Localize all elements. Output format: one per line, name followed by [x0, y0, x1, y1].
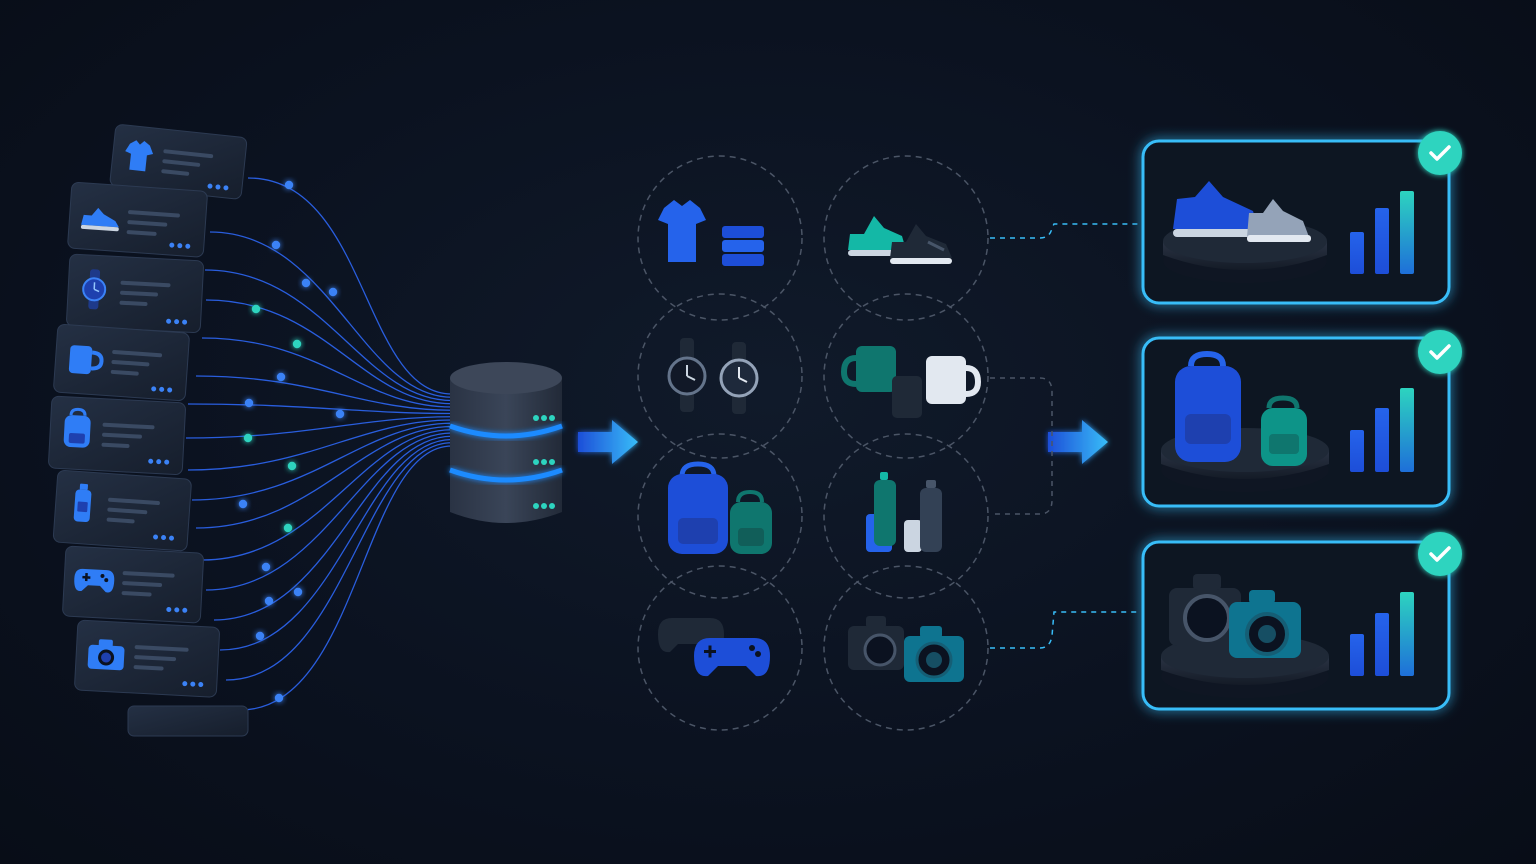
tshirt-stack-icon	[658, 200, 764, 266]
flow-node-dot	[243, 433, 253, 443]
flow-line	[187, 403, 453, 415]
sneakers-icon	[848, 216, 952, 264]
input-card-stack	[48, 124, 249, 737]
flow-line	[185, 416, 453, 439]
gamepad-icon	[74, 568, 115, 593]
cluster	[637, 293, 803, 459]
mugs-icon	[840, 346, 982, 418]
flow-line	[219, 438, 453, 651]
gamepads-icon	[658, 618, 770, 677]
bar-chart-icon	[1400, 191, 1414, 274]
bar-chart-icon	[1375, 613, 1389, 676]
bottles-icon	[866, 472, 942, 552]
output-card	[1141, 330, 1462, 508]
flow-node-dot	[287, 461, 297, 471]
bar-chart-icon	[1400, 592, 1414, 676]
cluster	[823, 155, 989, 321]
flow-line	[204, 269, 453, 402]
flow-node-dot	[271, 240, 281, 250]
check-icon	[1418, 532, 1462, 576]
flow-line	[187, 419, 453, 471]
cluster-group-connector	[990, 377, 1053, 515]
flow-node-dot	[251, 304, 261, 314]
flow-node-dot	[276, 372, 286, 382]
flow-node-dot	[284, 180, 294, 190]
watch-icon	[82, 269, 107, 310]
input-card	[67, 181, 208, 258]
bar-chart-icon	[1350, 232, 1364, 274]
check-icon	[1418, 330, 1462, 374]
input-card	[127, 705, 249, 737]
flow-node-dot	[255, 631, 265, 641]
flow-node-dot	[244, 398, 254, 408]
flow-node-dot	[238, 499, 248, 509]
input-card	[48, 395, 186, 476]
flow-line	[213, 435, 453, 621]
output-card	[1141, 131, 1462, 305]
flow-node-dot	[264, 596, 274, 606]
flow-node-dot	[274, 693, 284, 703]
input-card	[62, 545, 204, 624]
bottle-icon	[73, 483, 92, 523]
input-card	[52, 469, 192, 552]
cluster-to-output-connectors	[990, 223, 1140, 649]
cluster	[637, 433, 803, 599]
sneaker-icon	[80, 207, 119, 232]
flow-line	[247, 177, 453, 395]
database-icon	[449, 362, 563, 523]
sneakers-on-pedestal-icon	[1163, 181, 1327, 283]
output-panels	[1141, 131, 1462, 711]
watches-icon	[667, 338, 759, 414]
flow-line	[225, 442, 453, 681]
cluster-grid	[637, 155, 989, 731]
output-card	[1141, 532, 1462, 711]
cluster	[823, 293, 989, 459]
flow-node-dot	[301, 278, 311, 288]
input-card	[53, 323, 190, 402]
flow-node-dot	[283, 523, 293, 533]
input-card	[109, 124, 248, 200]
flow-lines	[185, 177, 453, 711]
flow-line	[195, 425, 453, 529]
check-icon	[1418, 131, 1462, 175]
arrow-right-icon	[578, 420, 638, 464]
backpacks-icon	[668, 461, 772, 554]
flow-line	[205, 432, 453, 591]
cluster	[823, 433, 989, 599]
flow-line	[191, 422, 453, 501]
flow-line	[239, 445, 453, 711]
arrow-right-icon	[1048, 420, 1108, 464]
cluster	[637, 565, 803, 731]
flow-line	[201, 337, 453, 408]
input-card	[66, 253, 204, 334]
tshirt-icon	[125, 140, 154, 172]
input-card	[74, 619, 220, 698]
cluster	[637, 155, 803, 321]
cameras-on-pedestal-icon	[1161, 574, 1329, 698]
mug-icon	[68, 345, 104, 375]
bar-chart-icon	[1400, 388, 1414, 472]
bar-chart-icon	[1375, 408, 1389, 472]
camera-icon	[87, 639, 125, 671]
flow-line	[201, 429, 453, 561]
flow-line	[209, 231, 453, 398]
cameras-icon	[848, 616, 964, 682]
cluster	[823, 565, 989, 731]
flow-line	[205, 299, 453, 405]
flow-node-dot	[261, 562, 271, 572]
backpacks-on-pedestal-icon	[1161, 350, 1329, 492]
flow-node-dot	[328, 287, 338, 297]
bar-chart-icon	[1350, 634, 1364, 676]
bar-chart-icon	[1375, 208, 1389, 274]
backpack-icon	[63, 407, 91, 448]
flow-line	[195, 375, 453, 411]
flow-node-dot	[335, 409, 345, 419]
bar-chart-icon	[1350, 430, 1364, 472]
flow-node-dot	[292, 339, 302, 349]
flow-node-dot	[293, 587, 303, 597]
